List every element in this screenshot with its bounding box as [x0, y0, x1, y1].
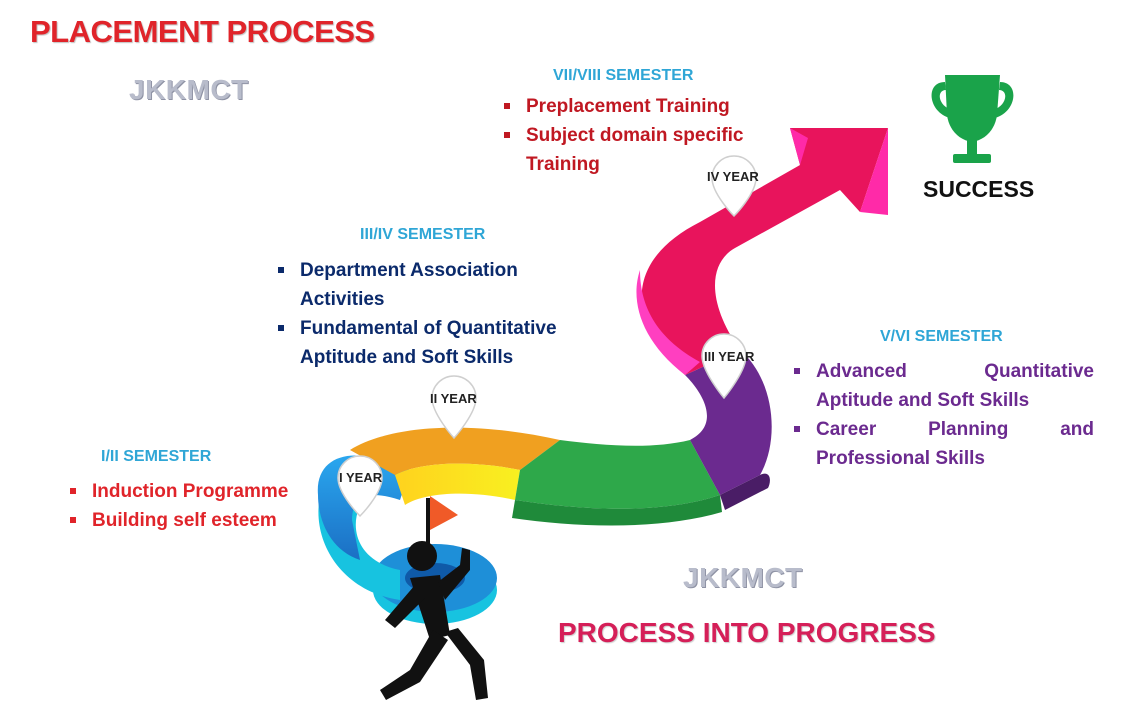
stage-3-activities: Advanced Quantitative Aptitude and Soft … — [790, 357, 1094, 473]
trophy-icon — [931, 75, 1014, 163]
list-item: Fundamental of Quantitative Aptitude and… — [274, 314, 594, 372]
road-segment-2 — [350, 427, 560, 505]
success-label: SUCCESS — [923, 176, 1035, 202]
list-item: Preplacement Training — [500, 92, 770, 121]
list-item: Career Planning and Professional Skills — [790, 415, 1094, 473]
semester-heading-4: VII/VIII SEMESTER — [553, 67, 694, 84]
stage-2-activities: Department Association Activities Fundam… — [274, 256, 594, 372]
pin-label-year-2: II YEAR — [430, 391, 477, 406]
road-segment-3 — [512, 440, 722, 526]
list-item: Induction Programme — [66, 477, 306, 506]
road-segment-5-arrow — [636, 128, 888, 375]
semester-heading-3: V/VI SEMESTER — [880, 328, 1003, 345]
page-title: PLACEMENT PROCESS — [30, 14, 375, 49]
semester-heading-1: I/II SEMESTER — [101, 448, 212, 465]
tagline: PROCESS INTO PROGRESS — [558, 617, 936, 648]
pin-icon-year-1 — [337, 455, 383, 518]
stage-1-activities: Induction Programme Building self esteem — [66, 477, 306, 535]
pin-label-year-3: III YEAR — [704, 349, 755, 364]
road-segment-4 — [685, 350, 772, 510]
list-item: Advanced Quantitative Aptitude and Soft … — [790, 357, 1094, 415]
watermark-top: JKKMCT — [129, 74, 249, 105]
stage-4-activities: Preplacement Training Subject domain spe… — [500, 92, 770, 179]
watermark-bottom: JKKMCT — [683, 562, 803, 593]
list-item: Subject domain specific Training — [500, 121, 770, 179]
semester-heading-2: III/IV SEMESTER — [360, 226, 486, 243]
list-item: Building self esteem — [66, 506, 306, 535]
pin-icon-year-4 — [711, 155, 757, 218]
list-item: Department Association Activities — [274, 256, 594, 314]
pin-icon-year-2 — [431, 375, 477, 440]
pin-icon-year-3 — [701, 333, 747, 400]
pin-label-year-4: IV YEAR — [707, 169, 759, 184]
flag-icon — [426, 496, 458, 545]
pin-label-year-1: I YEAR — [339, 470, 383, 485]
running-person-icon — [380, 541, 488, 700]
